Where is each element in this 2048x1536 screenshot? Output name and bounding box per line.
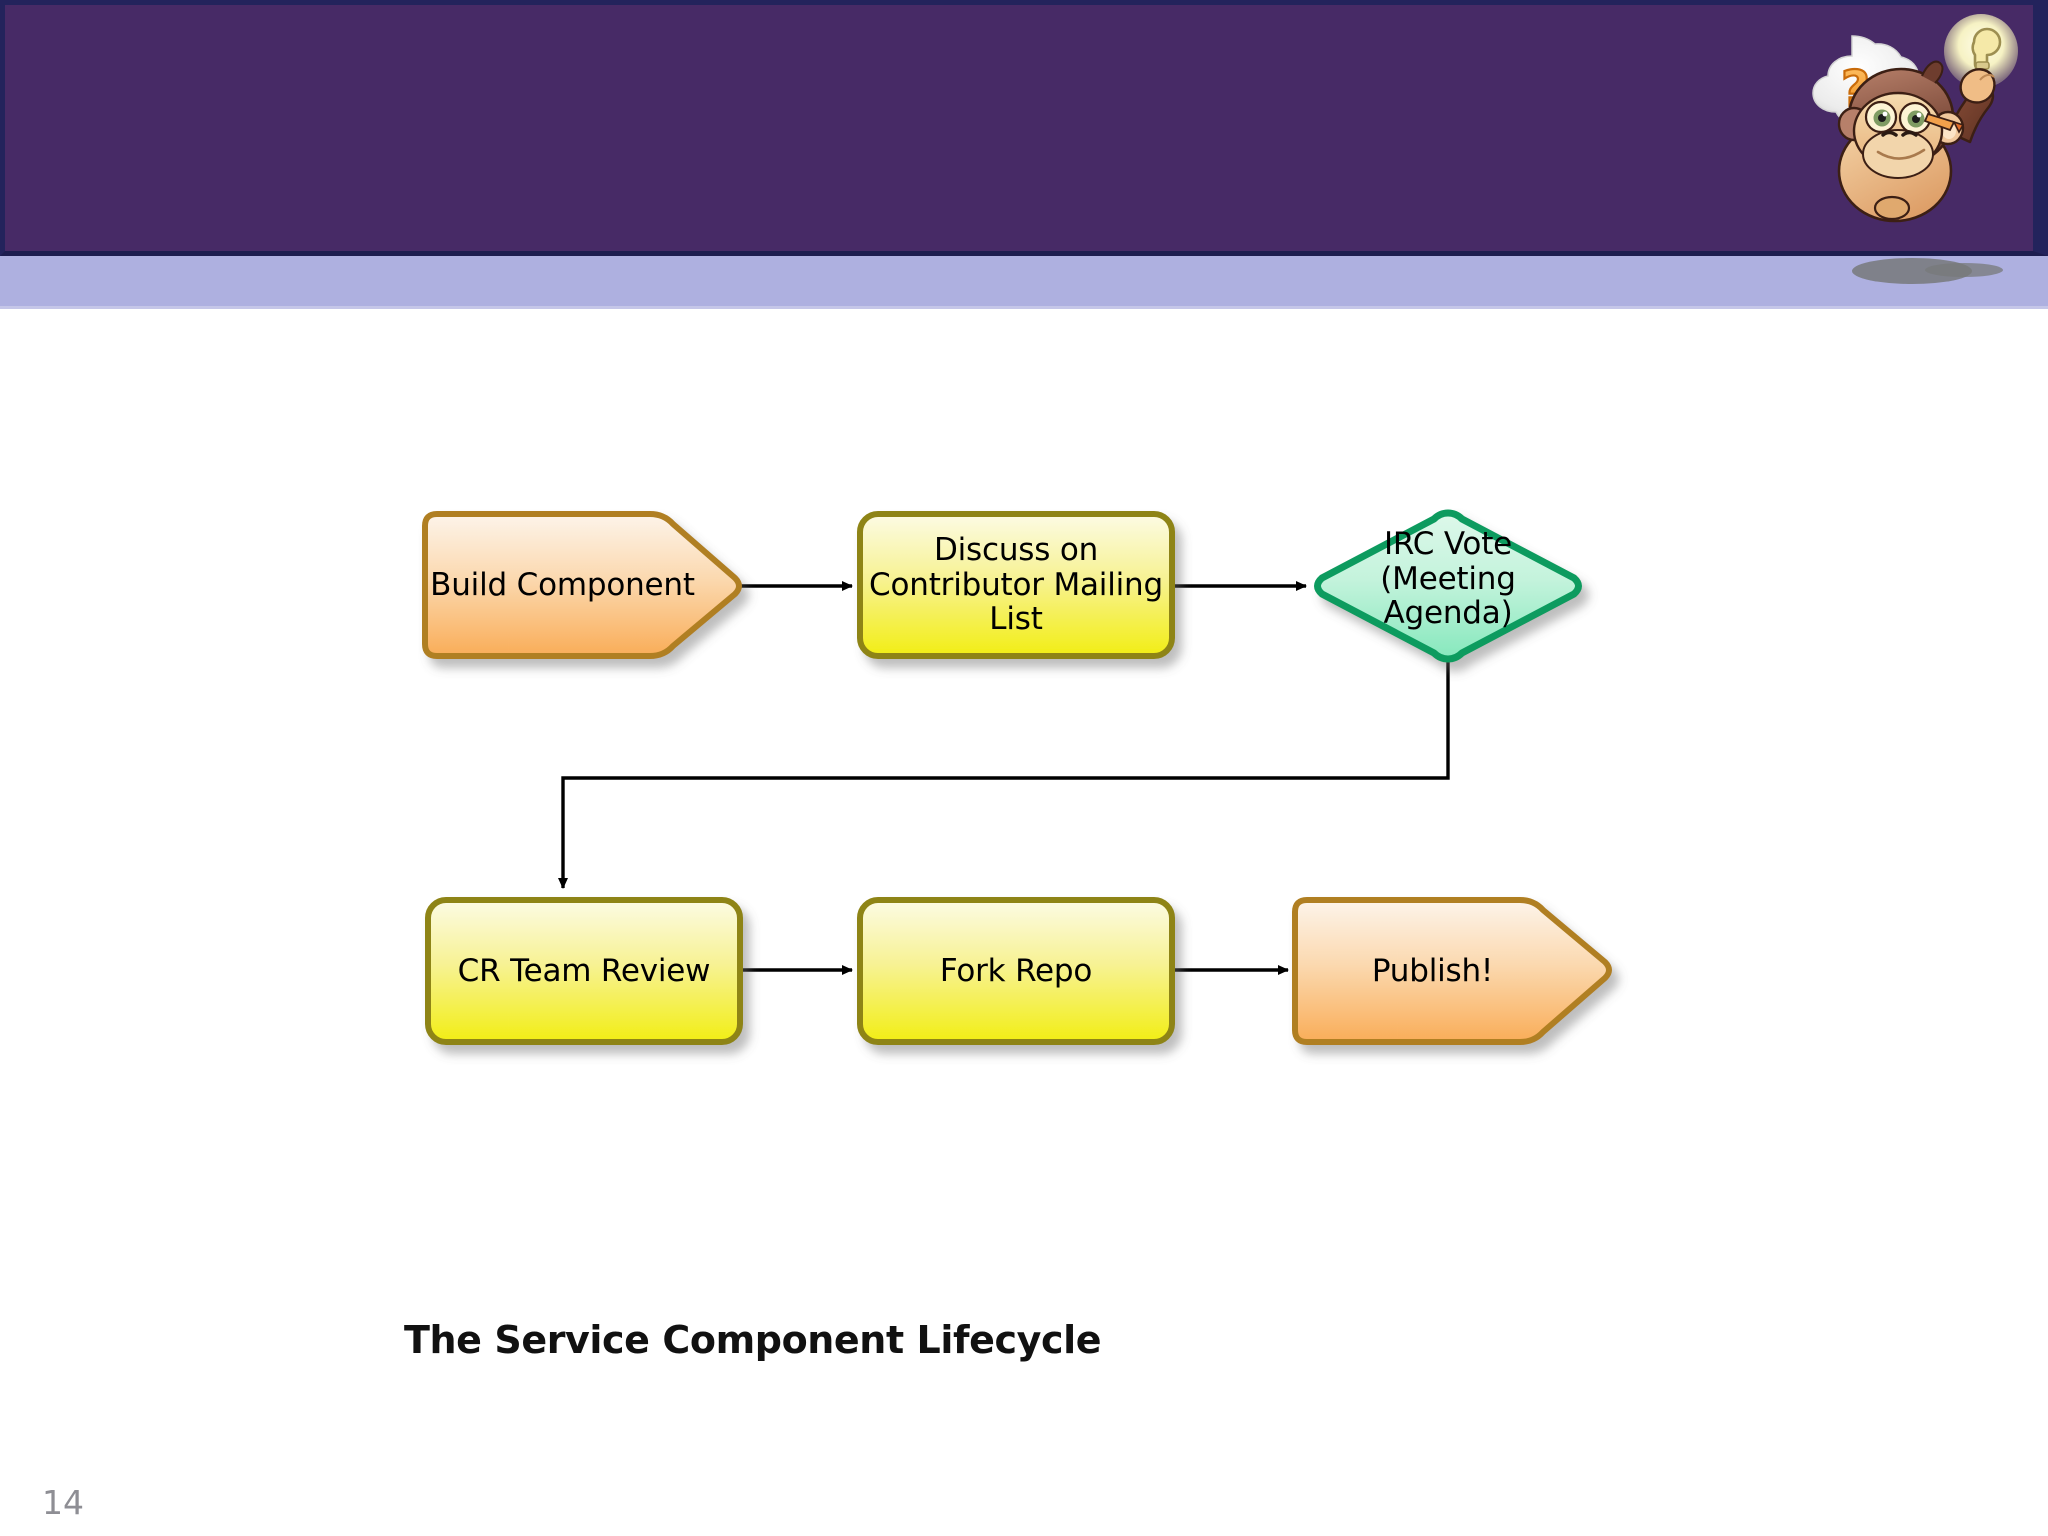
node-publish-text: Publish! — [1371, 952, 1494, 989]
edge-vote-to-crreview — [558, 656, 1450, 889]
slide-header-banner — [0, 0, 2048, 256]
node-irc-vote-text-line1: IRC Vote — [1383, 525, 1513, 562]
page-number: 14 — [42, 1483, 84, 1522]
node-publish-label: Publish! — [1295, 900, 1570, 1042]
node-build-component-text: Build Component — [430, 566, 695, 603]
header-accent-edge — [0, 306, 2048, 309]
header-accent-band — [0, 256, 2048, 308]
node-irc-vote-label: IRC Vote (Meeting Agenda) — [1312, 508, 1584, 650]
node-discuss-label: Discuss on Contributor Mailing List — [860, 514, 1172, 656]
slide-caption: The Service Component Lifecycle — [404, 1318, 1102, 1362]
node-irc-vote-text-line2: (Meeting — [1380, 560, 1516, 597]
node-cr-team-review-text: CR Team Review — [457, 952, 711, 989]
node-irc-vote-text-line3: Agenda) — [1383, 595, 1513, 632]
lightbulb-icon — [1944, 14, 2018, 88]
node-discuss-text-line1: Discuss on — [933, 531, 1099, 568]
mascot-shadow-tail — [1925, 263, 2003, 277]
php-monkey-mascot: ? > — [1788, 4, 2038, 254]
node-discuss-text-line2: Contributor Mailing — [869, 566, 1163, 603]
node-build-component-label: Build Component — [425, 514, 700, 656]
node-cr-team-review-label: CR Team Review — [428, 900, 740, 1042]
node-fork-repo-text: Fork Repo — [939, 952, 1093, 989]
node-discuss-text-line3: List — [989, 601, 1043, 638]
node-fork-repo-label: Fork Repo — [860, 900, 1172, 1042]
